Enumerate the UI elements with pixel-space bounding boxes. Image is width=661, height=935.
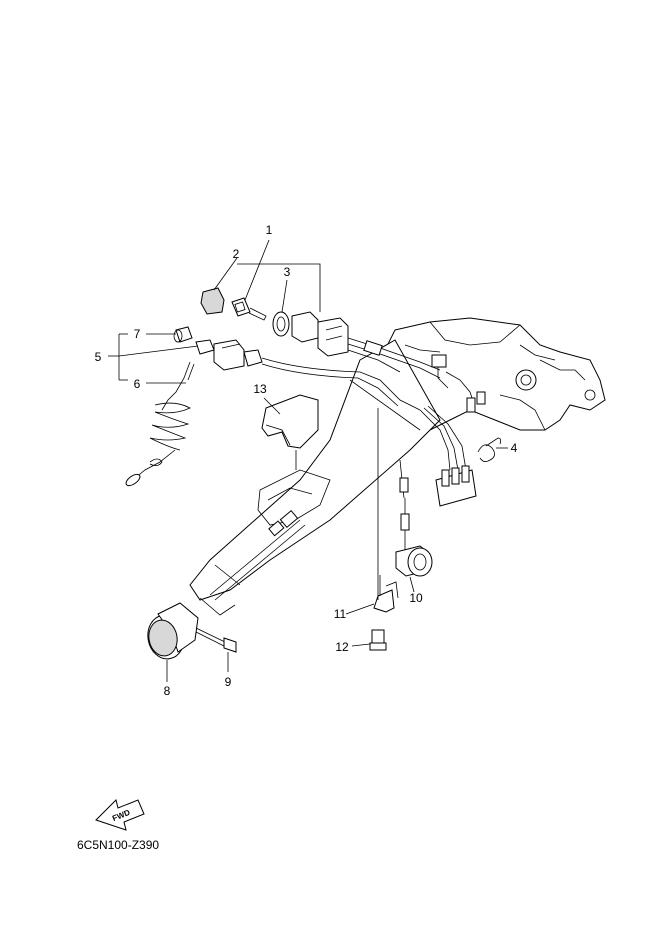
nut-washer — [272, 311, 290, 337]
callout-9: 9 — [225, 675, 232, 689]
main-switch-assembly — [200, 287, 449, 389]
ignition-key — [231, 297, 251, 317]
callout-8: 8 — [164, 684, 171, 698]
callout-3: 3 — [284, 265, 291, 279]
fwd-arrow-icon: FWD — [95, 799, 145, 831]
bolt — [369, 629, 387, 651]
callout-6: 6 — [134, 377, 141, 391]
switch-body — [291, 311, 319, 343]
wire-clip — [477, 437, 502, 462]
tiller-arm — [189, 339, 441, 616]
tiller-bracket — [379, 317, 606, 431]
engine-stop-switch — [125, 326, 421, 487]
diagram-reference-code: 6C5N100-Z390 — [77, 838, 160, 852]
callout-1: 1 — [266, 223, 273, 237]
leader-lines — [108, 239, 508, 682]
callout-4: 4 — [511, 441, 518, 455]
tiller-grip-cover — [261, 394, 319, 449]
callout-7: 7 — [134, 327, 141, 341]
callout-10: 10 — [409, 591, 423, 605]
screw — [195, 627, 237, 653]
warning-buzzer — [395, 545, 433, 577]
callout-2: 2 — [233, 247, 240, 261]
switch-cap — [200, 287, 225, 315]
callout-11: 11 — [334, 607, 347, 621]
throttle-grip-end — [147, 602, 199, 660]
callout-5: 5 — [95, 350, 102, 364]
callout-13: 13 — [253, 382, 267, 396]
harness-leads — [399, 371, 486, 550]
callout-12: 12 — [335, 640, 349, 654]
lanyard-coil — [149, 402, 191, 451]
buzzer-bracket — [373, 575, 399, 613]
